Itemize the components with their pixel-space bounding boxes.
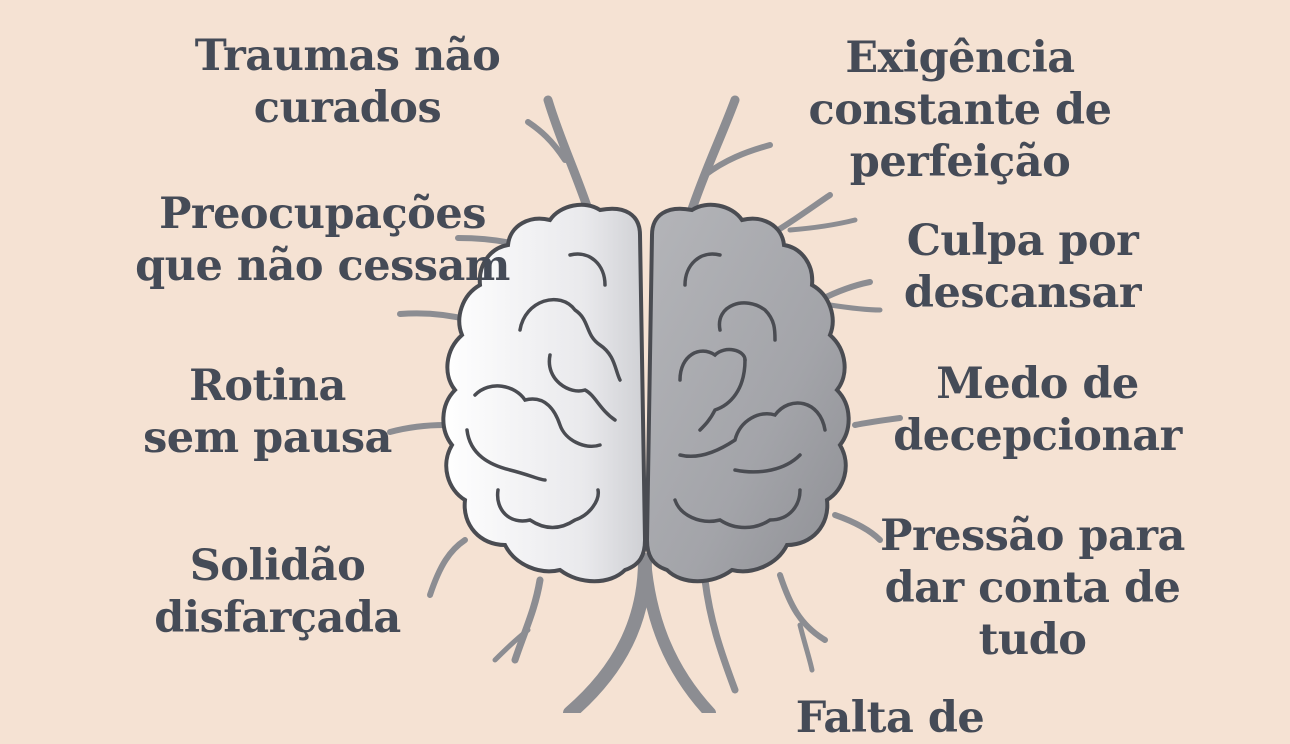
label-traumas-nao-curados: Traumas não curados bbox=[194, 31, 501, 133]
label-medo-de-decepcionar: Medo de decepcionar bbox=[893, 359, 1182, 461]
label-culpa-por-descansar: Culpa por descansar bbox=[903, 216, 1142, 318]
label-solidao-disfarcada: Solidão disfarçada bbox=[154, 541, 401, 643]
right-hemisphere bbox=[644, 202, 851, 584]
left-hemisphere bbox=[441, 202, 648, 584]
label-rotina-sem-pausa: Rotina sem pausa bbox=[143, 361, 392, 463]
label-falta-de: Falta de bbox=[795, 693, 985, 743]
label-preocupacoes: Preocupações que não cessam bbox=[135, 189, 510, 291]
label-pressao-para-dar-conta: Pressão para dar conta de tudo bbox=[880, 511, 1185, 665]
brain-with-roots-icon bbox=[387, 95, 903, 713]
label-exigencia-perfeicao: Exigência constante de perfeição bbox=[808, 33, 1112, 187]
left-gyri bbox=[465, 252, 622, 530]
right-gyri bbox=[673, 252, 827, 530]
